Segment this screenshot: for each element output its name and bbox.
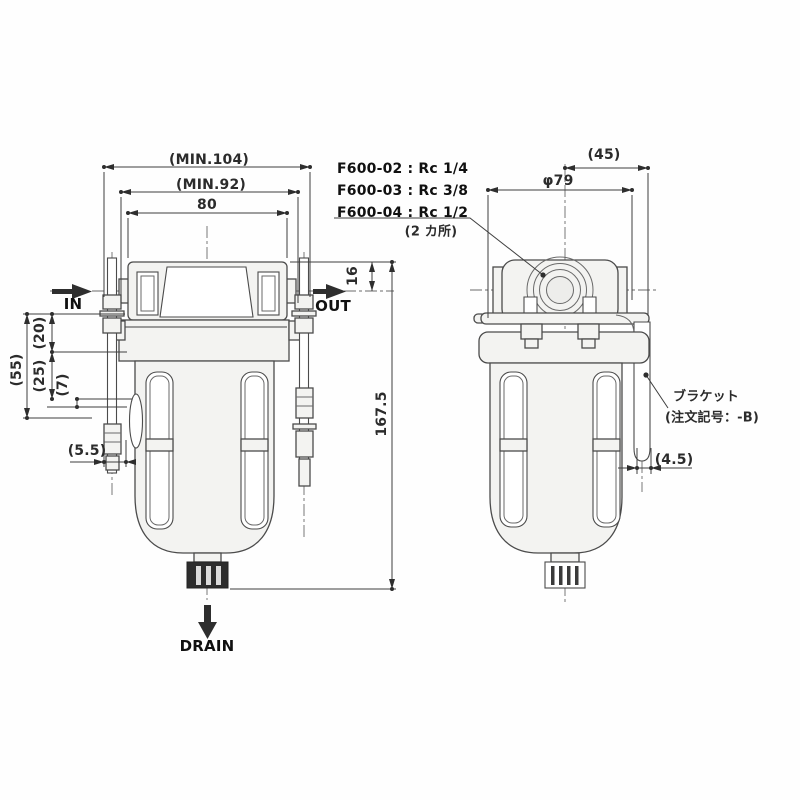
drain-label: DRAIN [179, 637, 235, 655]
dim-4_5-label: (4.5) [654, 452, 694, 468]
in-arrow [52, 284, 92, 299]
bowl-latch [128, 393, 144, 449]
dim-20-label: (20) [32, 316, 48, 350]
flow-arrows [52, 284, 346, 639]
port-spec-leader [334, 217, 544, 276]
port-variant-f600-03: F600-03 : Rc 3/8 [337, 183, 469, 199]
dim-min104-lines [103, 166, 311, 297]
drain-rib [216, 566, 221, 585]
dim-80-lines [127, 212, 288, 258]
dim-25-label: (25) [32, 359, 48, 393]
port-variant-f600-04: F600-04 : Rc 1/2 [337, 205, 469, 221]
side-bowl-window-right-band [592, 438, 621, 452]
front-mounting-bolts [99, 257, 317, 487]
front-head-window-right [257, 271, 280, 316]
side-guard-band [478, 331, 650, 364]
dim-phi79-lines [487, 189, 633, 318]
right-bolt-washer [291, 310, 317, 317]
out-arrow [313, 284, 346, 299]
left-bolt-cap [105, 455, 120, 471]
dim-7-label: (7) [55, 373, 71, 397]
bracket-top-curve [615, 314, 635, 335]
front-view-body [50, 226, 394, 600]
right-bolt-cap [298, 458, 311, 487]
front-head-window-right-inner [261, 275, 276, 312]
dimension-lines [23, 164, 692, 591]
right-bolt-block2 [295, 430, 314, 458]
dim-height-extensions [230, 261, 396, 590]
dim-45-lines [565, 167, 649, 316]
dim-min92-lines [120, 191, 299, 303]
right-bolt-nut [294, 294, 314, 310]
front-head-cap [159, 266, 254, 318]
left-bolt-nut [102, 294, 122, 310]
drain-rib [567, 566, 571, 585]
dim-55-label: (55) [9, 353, 25, 387]
front-bowl-window-left-band [145, 438, 174, 452]
side-view-body [470, 164, 658, 602]
right-bolt-spring [295, 387, 314, 419]
in-flow-label: IN [63, 295, 83, 313]
side-drain-stem [550, 552, 580, 563]
port-count-note: (2 カ所) [404, 224, 458, 240]
drain-rib [551, 566, 555, 585]
dim-45-label: (45) [587, 147, 621, 163]
front-bowl-window-right-band [240, 438, 269, 452]
dim-left-extensions [23, 313, 132, 419]
left-bolt-spring-coils [104, 432, 121, 443]
bracket-name-label: ブラケット [672, 389, 740, 405]
right-bolt-block [294, 317, 314, 334]
front-collar [118, 319, 290, 362]
right-bolt-washer2 [292, 423, 317, 430]
drain-rib [575, 566, 579, 585]
dim-5_5-label: (5.5) [67, 443, 107, 459]
out-flow-label: OUT [315, 297, 351, 315]
front-head-window-left-inner [140, 275, 155, 312]
dim-80-label: 80 [197, 197, 217, 213]
side-bowl-window-left-band [499, 438, 528, 452]
dim-167_5-label: 167.5 [374, 391, 390, 437]
bracket-leader [645, 374, 669, 409]
side-bolt-right-tip [581, 338, 596, 349]
side-bolt-right-head [577, 323, 600, 340]
drain-arrow [198, 605, 217, 639]
port-variant-f600-02: F600-02 : Rc 1/4 [337, 161, 469, 177]
side-bolt-left-tip [524, 338, 539, 349]
dim-phi79-label: φ79 [542, 173, 574, 189]
right-bolt-spring-coils [296, 396, 313, 407]
drain-rib [206, 566, 211, 585]
front-drain-stem [193, 552, 222, 563]
dim-min104-label: (MIN.104) [169, 152, 249, 168]
bracket-order-code-label: (注文記号：-B) [665, 410, 759, 426]
left-bolt-spring [103, 423, 122, 455]
dim-16-label: 16 [345, 266, 361, 286]
drain-rib [196, 566, 201, 585]
dim-min92-label: (MIN.92) [175, 177, 247, 193]
drain-rib [559, 566, 563, 585]
front-head-window-left [136, 271, 159, 316]
side-collar [480, 312, 650, 325]
port-circle-inner [546, 276, 574, 304]
port-circle-3 [539, 269, 581, 311]
left-bolt-rod [106, 257, 118, 474]
left-bolt-block [102, 317, 122, 334]
side-bolt-left-head [520, 323, 543, 340]
